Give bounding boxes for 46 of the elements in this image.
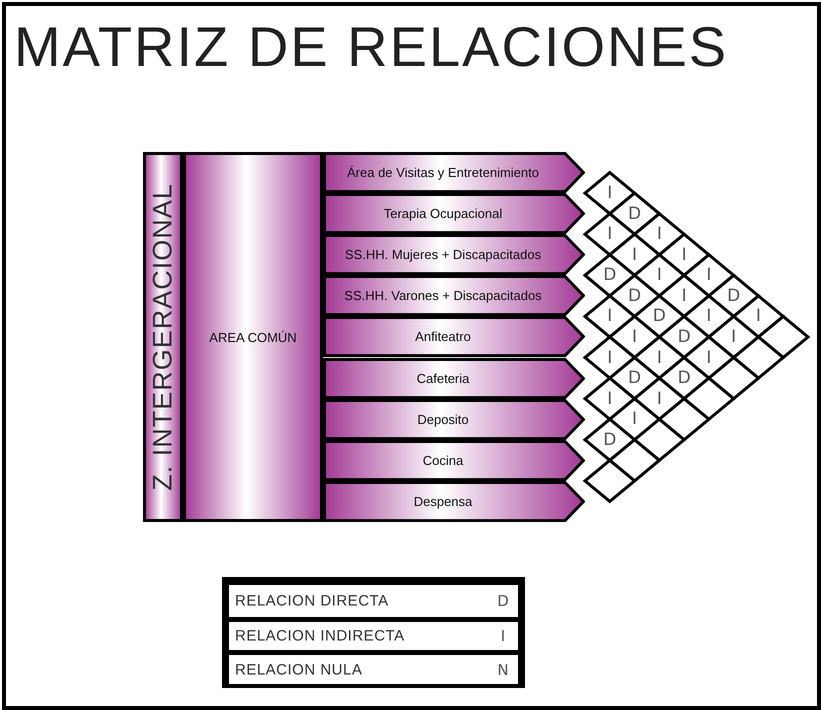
relation-mark: I <box>631 244 638 265</box>
relation-mark: I <box>606 348 614 368</box>
legend-text: RELACION NULA <box>235 661 362 678</box>
relation-mark: I <box>606 388 614 409</box>
room-banner: Cafeteria <box>323 358 585 399</box>
relation-mark: D <box>652 306 667 326</box>
relation-mark: I <box>705 265 712 286</box>
relation-mark: D <box>726 286 742 306</box>
relation-mark: I <box>606 183 614 204</box>
relation-mark: I <box>606 224 614 244</box>
relation-mark: D <box>676 368 692 388</box>
relation-mark: I <box>656 348 663 368</box>
room-banner: Deposito <box>323 398 585 440</box>
title: MATRIZ DE RELACIONES <box>14 14 730 80</box>
legend-symbol: I <box>500 626 506 646</box>
room-banner: Anfiteatro <box>323 316 585 358</box>
relation-mark: I <box>705 348 712 368</box>
relation-mark: I <box>656 224 663 244</box>
vertical-zone-band: Z. INTERGERACIONAL <box>143 152 183 522</box>
legend-symbol: N <box>496 660 510 680</box>
relation-mark: D <box>627 368 642 388</box>
relation-mark: D <box>627 286 642 306</box>
relation-mark: D <box>676 327 692 347</box>
relation-mark: I <box>631 327 638 347</box>
relation-mark: D <box>627 204 642 224</box>
legend-text: RELACION INDIRECTA <box>235 628 405 644</box>
room-banner: Área de Visitas y Entretenimiento <box>323 152 585 194</box>
relation-mark: D <box>602 265 618 286</box>
relation-mark: I <box>754 306 762 326</box>
relation-mark: I <box>656 388 663 409</box>
area-box: AREA COMÚN <box>183 152 323 522</box>
room-banner: Despensa <box>323 480 585 522</box>
relation-mark: D <box>602 430 618 450</box>
relation-mark: I <box>730 327 738 347</box>
room-banner: SS.HH. Mujeres + Discapacitados <box>323 234 585 276</box>
legend-text: RELACION DIRECTA <box>235 592 389 610</box>
relation-mark: I <box>606 306 614 326</box>
legend-symbol: D <box>496 591 510 611</box>
relation-mark: I <box>680 286 688 306</box>
room-banner: Cocina <box>323 440 585 481</box>
room-banner: SS.HH. Varones + Discapacitados <box>323 275 585 316</box>
relation-mark: I <box>705 306 712 326</box>
relation-mark: I <box>656 265 663 286</box>
relation-mark: I <box>631 409 638 430</box>
relation-mark: I <box>680 244 688 265</box>
room-banner: Terapia Ocupacional <box>323 193 585 234</box>
